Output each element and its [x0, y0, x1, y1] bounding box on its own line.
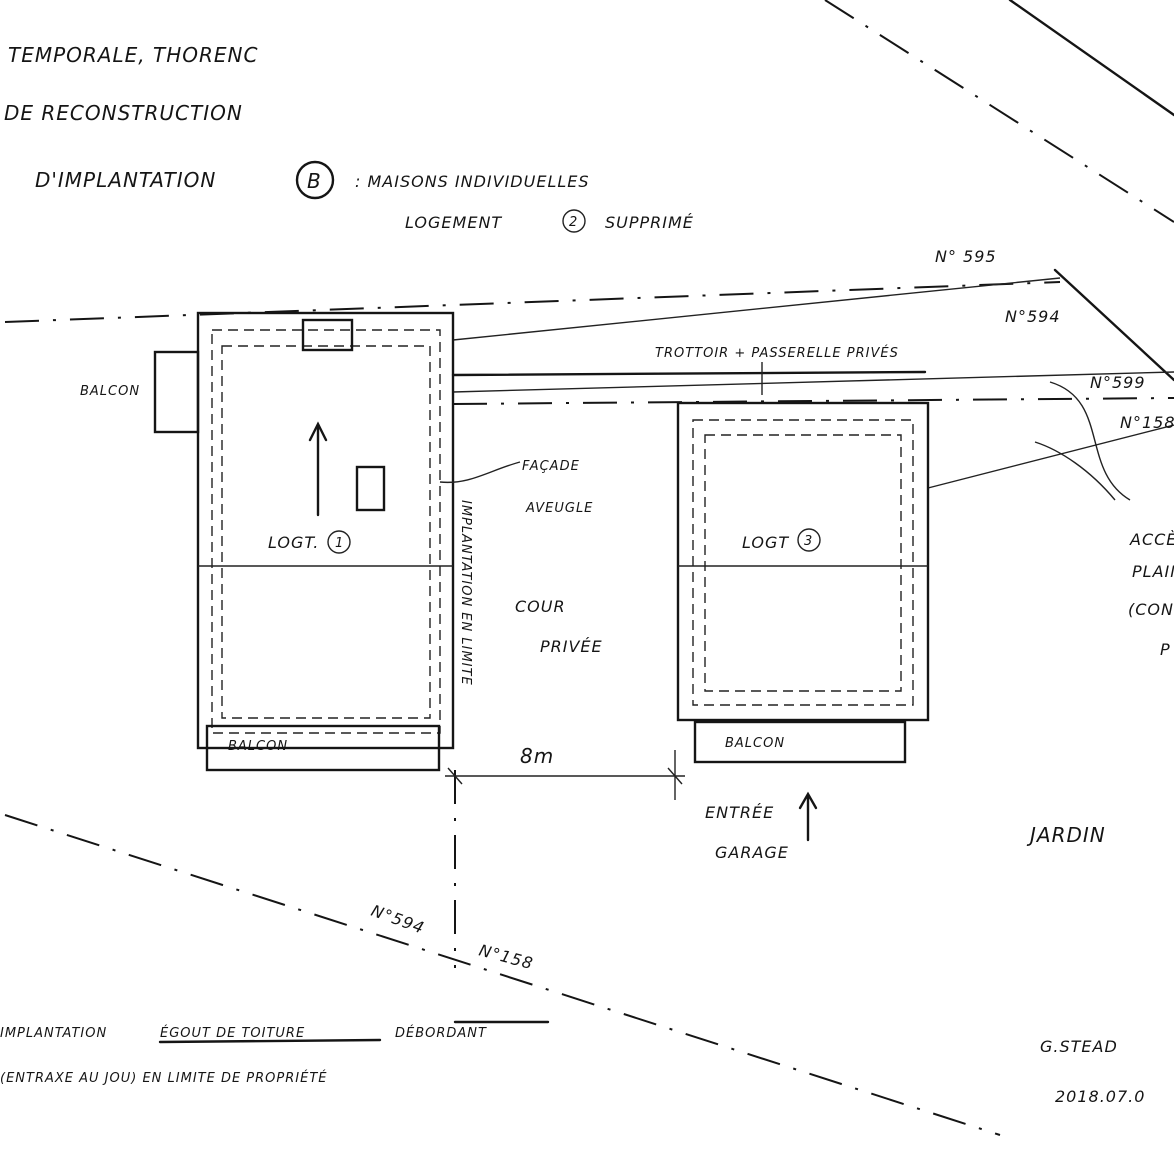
- house-3: [676, 401, 930, 764]
- option-circle: [295, 160, 335, 200]
- south-boundary-line: [4, 814, 1001, 1136]
- facade-label-1: FAÇADE: [522, 459, 580, 474]
- sidewalk-label: TROTTOIR + PASSERELLE PRIVÉS: [655, 345, 899, 361]
- passage-line: [452, 277, 1061, 341]
- footer-note-2: (ENTRAXE AU JOU) EN LIMITE DE PROPRIÉTÉ: [0, 1070, 327, 1086]
- balcony-label-3: BALCON: [725, 736, 785, 751]
- title-line-4a: LOGEMENT: [405, 213, 502, 232]
- facade-leader-arrow: [439, 461, 521, 484]
- title-line-2: DE RECONSTRUCTION: [4, 101, 243, 125]
- sidewalk-boundary-line: [452, 397, 1174, 405]
- implantation-limit-label: IMPLANTATION EN LIMITE: [458, 500, 473, 686]
- access-label-4: P: [1160, 640, 1171, 659]
- arrow-up-icon: [308, 421, 328, 442]
- garden-label: JARDIN: [1026, 823, 1106, 847]
- logt3-label: LOGT: [742, 533, 789, 552]
- title-line-4b: SUPPRIMÉ: [605, 213, 694, 232]
- road-edge-line: [1008, 0, 1174, 117]
- title-line-4-mark: 2: [569, 215, 578, 230]
- logt1-label: LOGT.: [268, 533, 319, 552]
- balcony-label-1: BALCON: [228, 739, 288, 754]
- equipment-box: [301, 318, 354, 352]
- balcony-label-left: BALCON: [80, 384, 140, 399]
- sidewalk-line: [451, 370, 927, 377]
- courtyard-label-1: COUR: [515, 597, 566, 616]
- garage-label-2: GARAGE: [715, 843, 789, 862]
- circle-mark: [327, 530, 351, 554]
- house-1: [153, 311, 455, 772]
- parcel-594-top: N°594: [1005, 307, 1061, 326]
- sketch-date: 2018.07.0: [1055, 1087, 1145, 1106]
- arrow-up-icon: [798, 791, 818, 842]
- balcony-3: [693, 720, 907, 764]
- stair-box: [355, 465, 386, 512]
- logt1-mark: 1: [335, 536, 344, 551]
- courtyard-label-2: PRIVÉE: [540, 637, 603, 656]
- side-balcony: [153, 350, 200, 434]
- access-leader-arrow: [1034, 441, 1116, 501]
- access-leader-arrow: [1049, 381, 1131, 501]
- parcel-595: N° 595: [935, 247, 997, 266]
- parcel-158-bottom: N°158: [477, 941, 536, 974]
- access-label-1: ACCÈ: [1129, 530, 1174, 549]
- northeast-boundary-line: [824, 0, 1174, 223]
- sidewalk-line: [452, 371, 1174, 393]
- footer-note-1c: DÉBORDANT: [395, 1025, 487, 1041]
- access-line: [927, 424, 1174, 489]
- footer-note-1b: ÉGOUT DE TOITURE: [160, 1025, 305, 1041]
- dimension-tick: [447, 767, 463, 785]
- parcel-158-right: N°158: [1120, 413, 1174, 432]
- circle-mark: [562, 209, 586, 233]
- logt3-mark: 3: [804, 534, 813, 549]
- circle-mark: [797, 528, 821, 552]
- north-boundary-line: [4, 281, 1061, 323]
- access-label-2: PLAIN: [1132, 562, 1174, 581]
- dimension-label: 8m: [520, 744, 554, 768]
- garage-label-1: ENTRÉE: [705, 803, 774, 822]
- title-line-1: TEMPORALE, THORENC: [8, 43, 258, 67]
- option-mark: B: [307, 169, 322, 193]
- facade-label-2: AVEUGLE: [525, 501, 593, 516]
- parcel-599: N°599: [1090, 373, 1146, 392]
- underline: [158, 1038, 382, 1044]
- parcel-594-bottom: N°594: [369, 901, 428, 938]
- balcony-1: [205, 724, 441, 772]
- road-edge-line: [1053, 268, 1174, 382]
- title-line-3: D'IMPLANTATION: [35, 168, 216, 192]
- author-signature: G.STEAD: [1040, 1037, 1118, 1056]
- access-label-3: (CONS: [1128, 600, 1174, 619]
- title-line-3-rest: : MAISONS INDIVIDUELLES: [355, 172, 590, 191]
- footer-note-1a: IMPLANTATION: [0, 1026, 107, 1041]
